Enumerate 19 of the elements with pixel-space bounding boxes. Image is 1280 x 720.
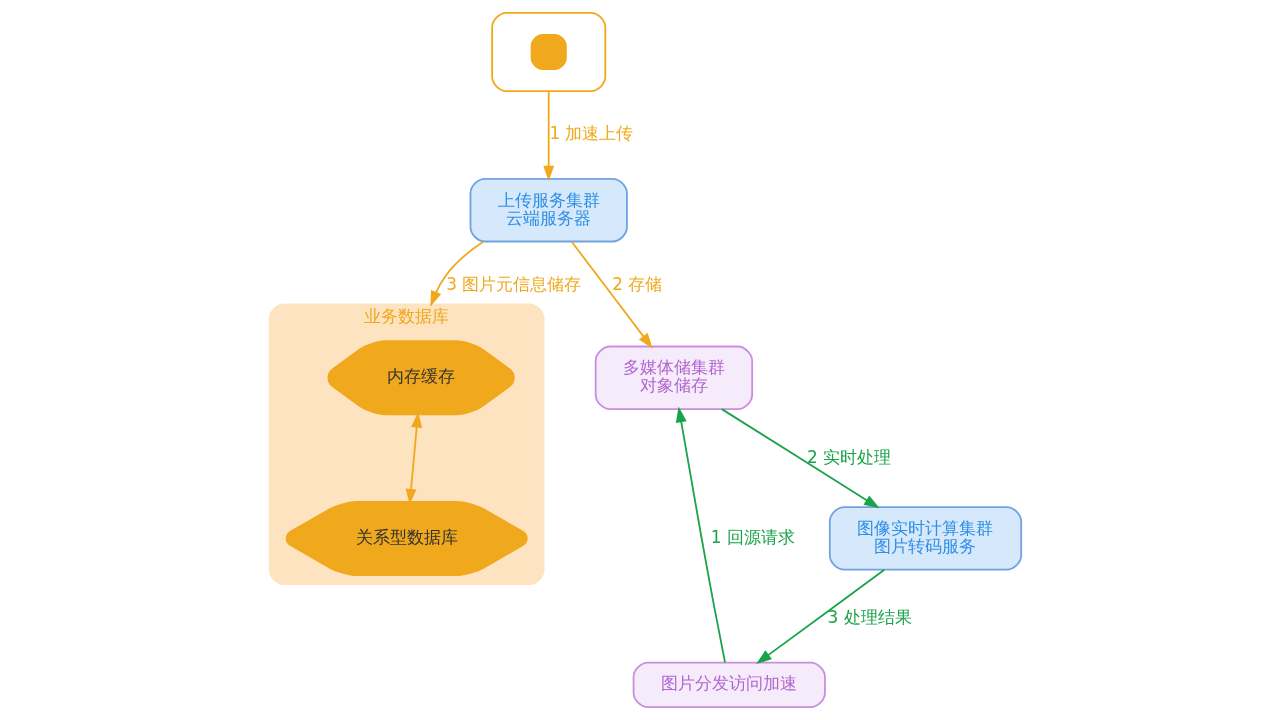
edge-label: 3 图片元信息储存 bbox=[445, 273, 581, 294]
node-person bbox=[490, 11, 606, 92]
node-box: 上传服务集群 云端服务器 bbox=[469, 178, 628, 243]
arrow bbox=[675, 406, 726, 664]
node-box: 多媒体储集群 对象储存 bbox=[594, 345, 753, 410]
arrow bbox=[429, 240, 484, 307]
node-ellipse: 内存缓存 bbox=[327, 340, 515, 416]
edge-label: 2 存储 bbox=[611, 273, 662, 294]
arrow bbox=[720, 408, 880, 509]
edge-label: 1 回源请求 bbox=[710, 526, 795, 547]
node-box: 图像实时计算集群 图片转码服务 bbox=[828, 506, 1022, 571]
edge-label: 2 实时处理 bbox=[806, 446, 891, 467]
arrow bbox=[755, 568, 885, 665]
node-ellipse: 关系型数据库 bbox=[285, 500, 528, 576]
node-box: 图片分发访问加速 bbox=[632, 661, 826, 709]
arrow bbox=[570, 240, 653, 349]
arrow bbox=[542, 90, 554, 182]
edge-label: 3 处理结果 bbox=[826, 607, 912, 628]
edge-label: 1 加速上传 bbox=[548, 123, 633, 144]
